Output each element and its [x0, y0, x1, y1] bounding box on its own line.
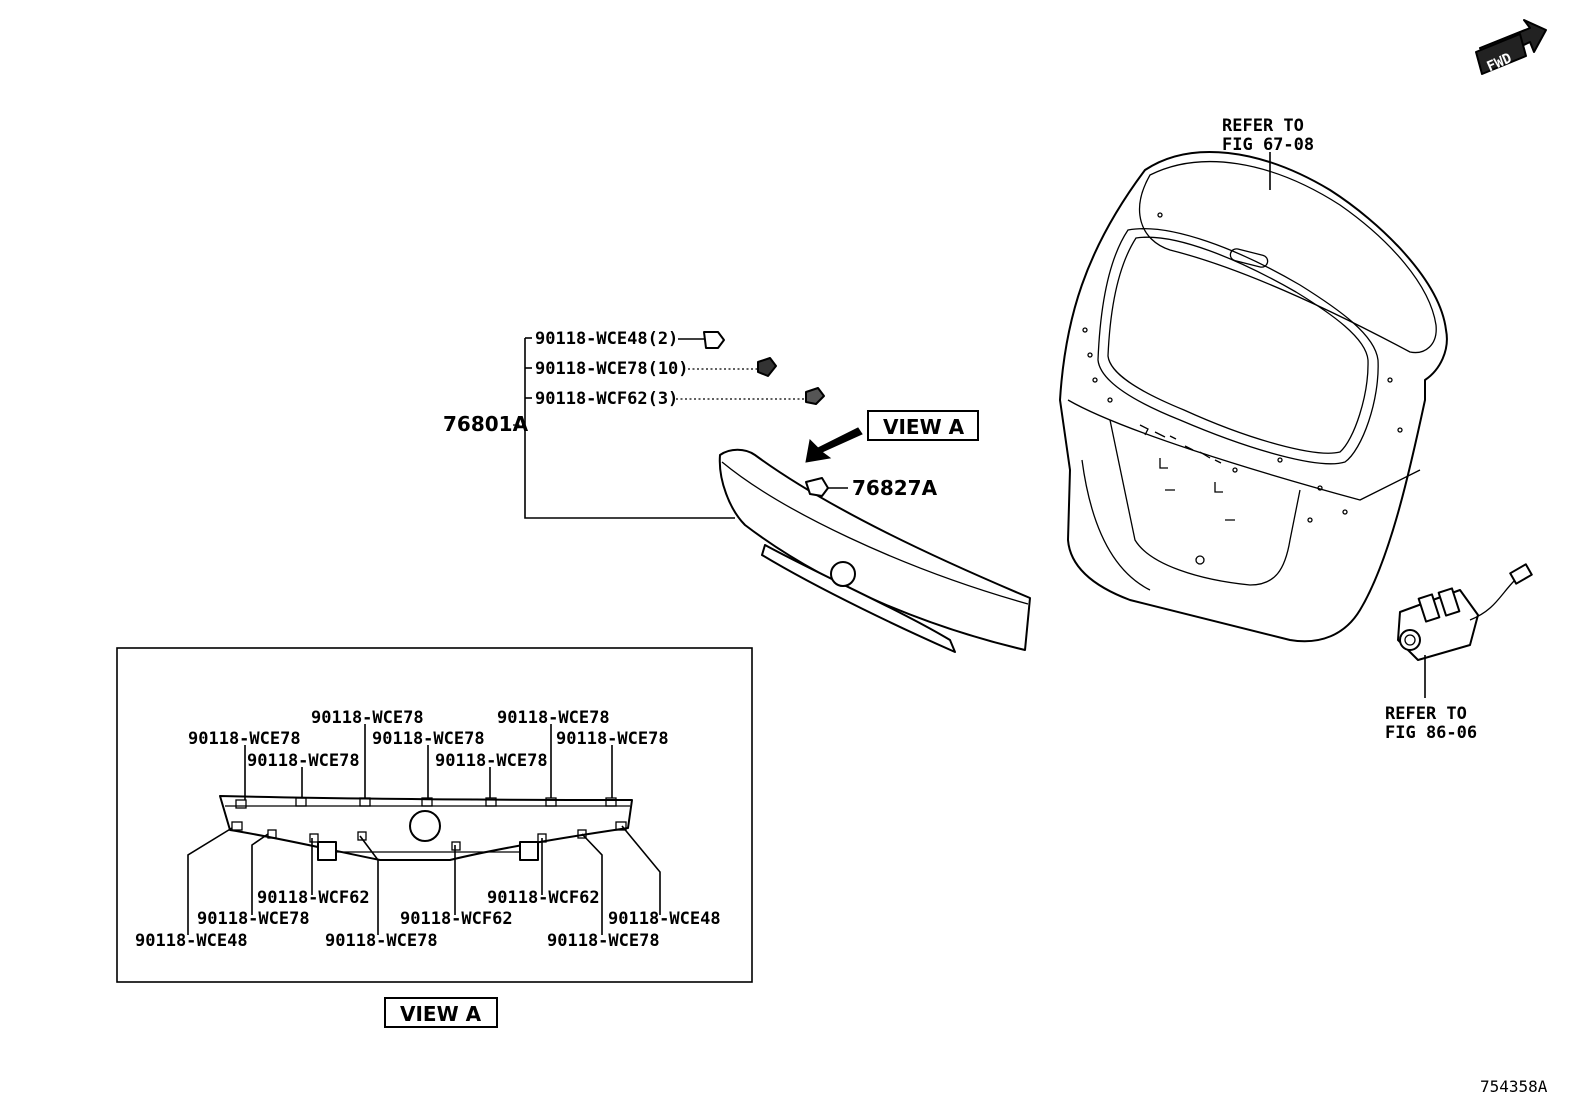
view-a-garnish-rear — [219, 795, 633, 861]
camera-assembly — [1397, 563, 1533, 661]
view-a-label-bottom-2: 90118-WCE78 — [197, 909, 310, 929]
view-a-label-top-1: 90118-WCE78 — [188, 729, 301, 749]
clip-wce78-qty: 90118-WCE78(10) — [535, 359, 689, 379]
view-a-label-bottom-3: 90118-WCE48 — [135, 931, 248, 951]
view-a-label-top: VIEW A — [883, 415, 965, 439]
view-a-label-bottom-8: 90118-WCE78 — [547, 931, 660, 951]
view-a-label-bottom-7: 90118-WCE48 — [608, 909, 721, 929]
view-a-label-top-3: 90118-WCE78 — [311, 708, 424, 728]
view-a-inset-frame — [116, 647, 753, 983]
back-door-panel — [1059, 150, 1448, 643]
view-a-label-top-4: 90118-WCE78 — [372, 729, 485, 749]
clip-76827a-icon — [805, 477, 829, 497]
view-a-label-top-5: 90118-WCE78 — [435, 751, 548, 771]
view-a-tag-top — [867, 410, 979, 441]
clip-wcf62-qty: 90118-WCF62(3) — [535, 389, 678, 409]
part-number-76827a: 76827A — [852, 476, 938, 500]
clip-wce78-icon — [757, 357, 777, 377]
clip-wce48-icon — [703, 331, 725, 349]
camera-ref-line2: FIG 86-06 — [1385, 723, 1477, 743]
view-a-label-top-2: 90118-WCE78 — [247, 751, 360, 771]
view-a-tag-bottom — [384, 997, 498, 1028]
view-a-arrow-icon — [805, 427, 863, 463]
view-a-top-leaders — [244, 724, 613, 800]
camera-ref-line1: REFER TO — [1385, 704, 1467, 724]
view-a-label-bottom: VIEW A — [400, 1002, 482, 1026]
view-a-label-bottom-1: 90118-WCF62 — [257, 888, 370, 908]
view-a-label-bottom-6: 90118-WCF62 — [487, 888, 600, 908]
view-a-label-bottom-5: 90118-WCE78 — [325, 931, 438, 951]
view-a-label-bottom-4: 90118-WCF62 — [400, 909, 513, 929]
view-a-bottom-leaders — [187, 825, 661, 935]
part-number-76801a: 76801A — [443, 412, 529, 436]
fwd-arrow-icon: FWD — [1475, 19, 1547, 75]
view-a-label-top-6: 90118-WCE78 — [497, 708, 610, 728]
figure-number: 754358A — [1480, 1077, 1548, 1096]
door-ref-line2: FIG 67-08 — [1222, 135, 1314, 155]
clip-wcf62-icon — [805, 387, 825, 405]
clip-wce48-qty: 90118-WCE48(2) — [535, 329, 678, 349]
door-ref-line1: REFER TO — [1222, 116, 1304, 136]
back-door-garnish — [718, 448, 1031, 653]
view-a-label-top-7: 90118-WCE78 — [556, 729, 669, 749]
